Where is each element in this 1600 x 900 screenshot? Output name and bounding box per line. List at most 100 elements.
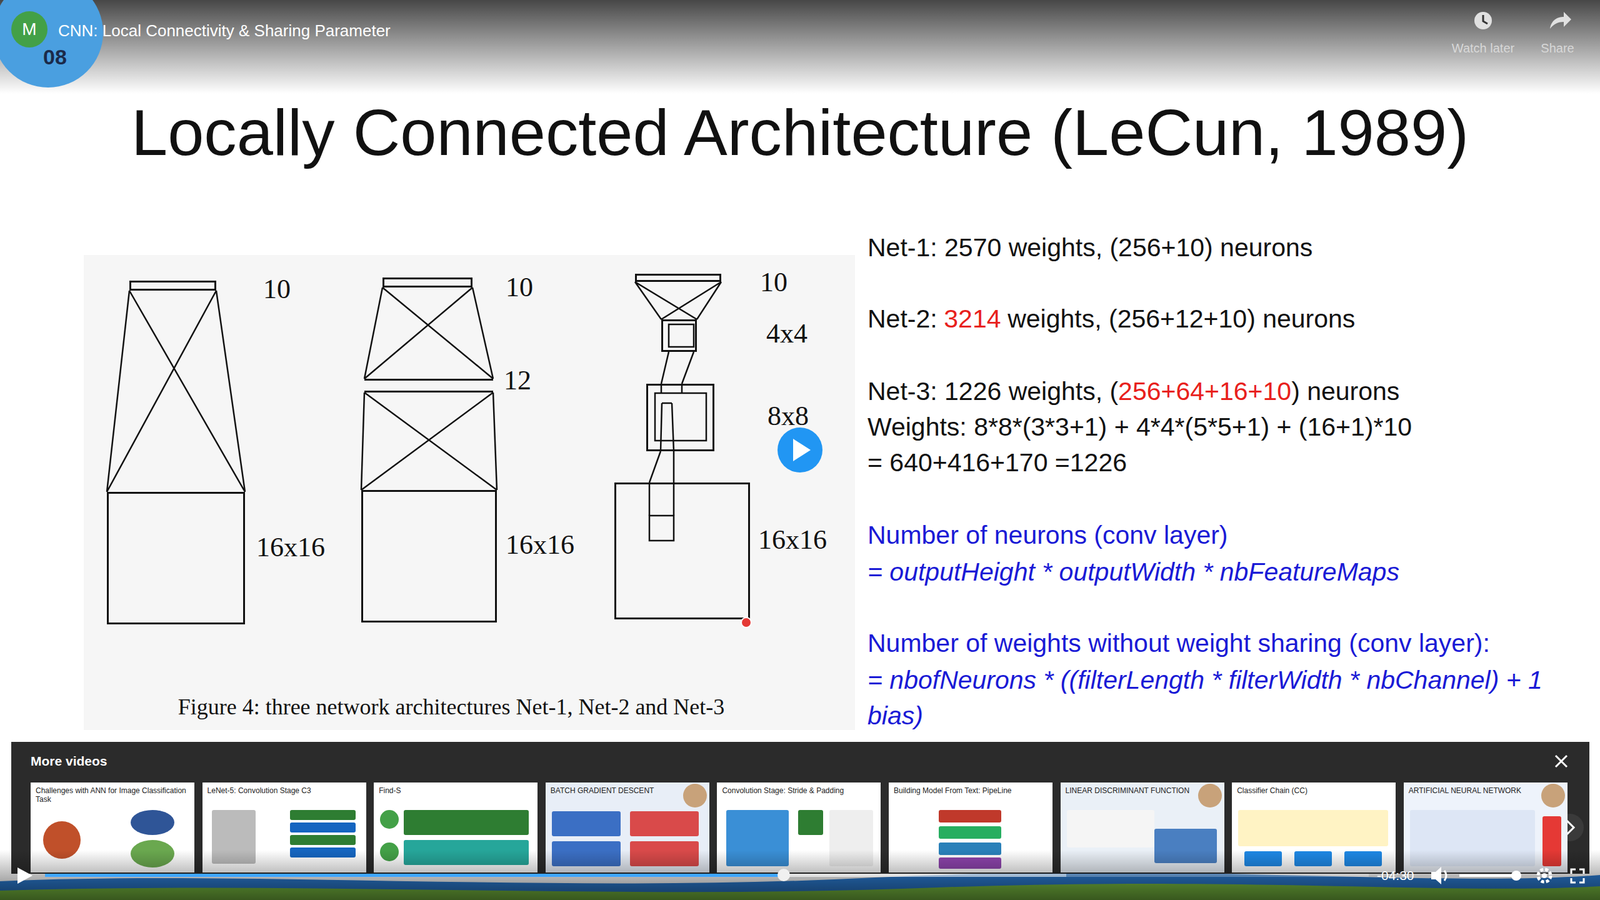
layer-label-wrap: 10 [760,268,788,297]
layer-label-wrap: 8x8 [767,402,809,430]
text-line: Number of weights without weight sharing… [867,628,1490,659]
layer-connection [106,290,245,492]
thumbnail-graphic [403,810,529,835]
thumbnail-graphic [1066,810,1155,848]
next-chevron [1566,820,1574,835]
layer-connection [635,281,722,320]
play-icon [17,867,33,884]
figure-caption: Figure 4: three network architectures Ne… [178,695,725,720]
layer-label: 16x16 [256,533,325,562]
thumbnail-title: BATCH GRADIENT DESCENT [550,786,679,795]
layer-label: 16x16 [758,526,827,554]
panel-heading-wrap: More videos [30,753,108,769]
slide-title: Locally Connected Architecture (LeCun, 1… [131,95,1469,170]
thumbnail-graphic [938,810,1002,823]
slide-text: Net-3: 1226 weights, ( [867,376,1119,407]
thumbnail-graphic [290,810,356,820]
layer-label: 8x8 [767,402,809,430]
volume-icon [1431,866,1442,885]
slide-text: Weights: 8*8*(3*3+1) + 4*4*(5*5+1) + (16… [867,411,1412,443]
layer-connection [361,392,497,490]
cursor-dot [741,617,752,628]
thumbnail-title: Find-S [378,786,533,795]
clock-icon [1474,11,1492,30]
progress-knob [777,868,790,882]
channel-number: 08 [43,46,67,68]
share-text: Share [1540,41,1574,55]
channel-avatar [11,11,48,48]
progress-played [45,873,784,877]
share-text-wrap: Share [1540,41,1574,55]
formula-text: Number of neurons (conv layer) [867,520,1229,551]
thumbnail-graphic [551,811,621,837]
layer-label: 10 [263,275,291,304]
thumbnail-graphic [630,811,699,837]
thumbnail-title-wrap: Convolution Stage: Stride & Padding [721,786,876,795]
thumbnail-title: Building Model From Text: PipeLine [893,786,1048,795]
inner-square-8 [655,393,707,441]
layer-label-wrap: 16x16 [505,531,575,559]
layer-square: 16x16 [614,482,750,620]
close-icon [1555,755,1567,767]
thumbnail-graphic [380,810,399,829]
layer-square: 4x4 [661,319,697,352]
presenter-avatar [1198,783,1222,808]
text-line: Net-2:3214weights, (256+12+10) neurons [867,303,1355,335]
thumbnail-title: LINEAR DISCRIMINANT FUNCTION [1065,786,1194,795]
thumbnail-title: ARTIFICIAL NEURAL NETWORK [1408,786,1537,795]
layer-label-wrap: 4x4 [766,320,808,348]
video-title: CNN: Local Connectivity & Sharing Parame… [58,21,391,40]
time-remaining-wrap: -04:30 [1376,868,1415,883]
progress-track [45,873,1369,877]
slide-text: ) neurons [1291,376,1400,407]
layer-label: 4x4 [766,320,808,348]
inner-square-4 [668,324,694,347]
play-triangle [793,438,811,462]
slide-text: Net-2: [867,303,938,335]
volume-knob [1511,870,1522,881]
highlight-number: 256+64+16+10 [1118,376,1292,407]
text-line: = outputHeight * outputWidth * nbFeature… [867,556,1400,588]
player-controls: -04:30 [0,850,1600,900]
layer-label-wrap: 10 [263,275,291,304]
highlight-number: 3214 [943,303,1001,335]
player-top-gradient: M 08 CNN: Local Connectivity & Sharing Par… [0,0,1600,94]
play-button [777,427,823,473]
layer-square: 8x8 [646,383,715,452]
thumbnail-title-wrap: Building Model From Text: PipeLine [893,786,1048,795]
slide-text: Net-1: 2570 weights, (256+10) neurons [867,232,1313,264]
volume-slider [1459,874,1517,877]
thumbnail-graphic [798,810,824,835]
settings-icon [1538,869,1551,882]
presenter-avatar [1541,783,1565,808]
thumbnail-title-wrap: Classifier Chain (CC) [1236,786,1391,795]
title-wrap: Locally Connected Architecture (LeCun, 1… [0,95,1600,170]
avatar-letter-wrap: M [21,20,37,39]
thumbnail-title-wrap: BATCH GRADIENT DESCENT [550,786,679,795]
layer-connection [661,351,694,384]
slide-text: weights, (256+12+10) neurons [1007,303,1355,335]
avatar-letter: M [21,20,37,39]
control-icons [0,850,1600,900]
figure-caption-wrap: Figure 4: three network architectures Ne… [178,695,725,720]
thumbnail-title-wrap: Challenges with ANN for Image Classifica… [35,786,190,805]
thumbnail-title: Classifier Chain (CC) [1236,786,1391,795]
thumbnail-title-wrap: Find-S [378,786,533,795]
thumbnail-graphic [130,810,175,835]
thumbnail-title-wrap: LINEAR DISCRIMINANT FUNCTION [1065,786,1194,795]
layer-bar: 10 [635,273,722,282]
thumbnail-title-wrap: ARTIFICIAL NEURAL NETWORK [1408,786,1537,795]
layer-label-wrap: 10 [505,273,534,302]
layer-connection [649,451,674,483]
text-line: Net-1: 2570 weights, (256+10) neurons [867,232,1313,264]
layer-square: 16x16 [361,490,497,623]
layer-bar: 10 [129,280,217,291]
formula-text: = outputHeight * outputWidth * nbFeature… [867,556,1400,588]
share-icon [1550,11,1572,29]
field-line [649,482,674,516]
formula-text: Number of weights without weight sharing… [867,628,1490,659]
layer-square: 16x16 [106,491,245,625]
thumbnail-title-wrap: LeNet-5: Convolution Stage C3 [207,786,362,795]
text-line: = nbofNeurons * ((filterLength * filterW… [867,662,1580,734]
